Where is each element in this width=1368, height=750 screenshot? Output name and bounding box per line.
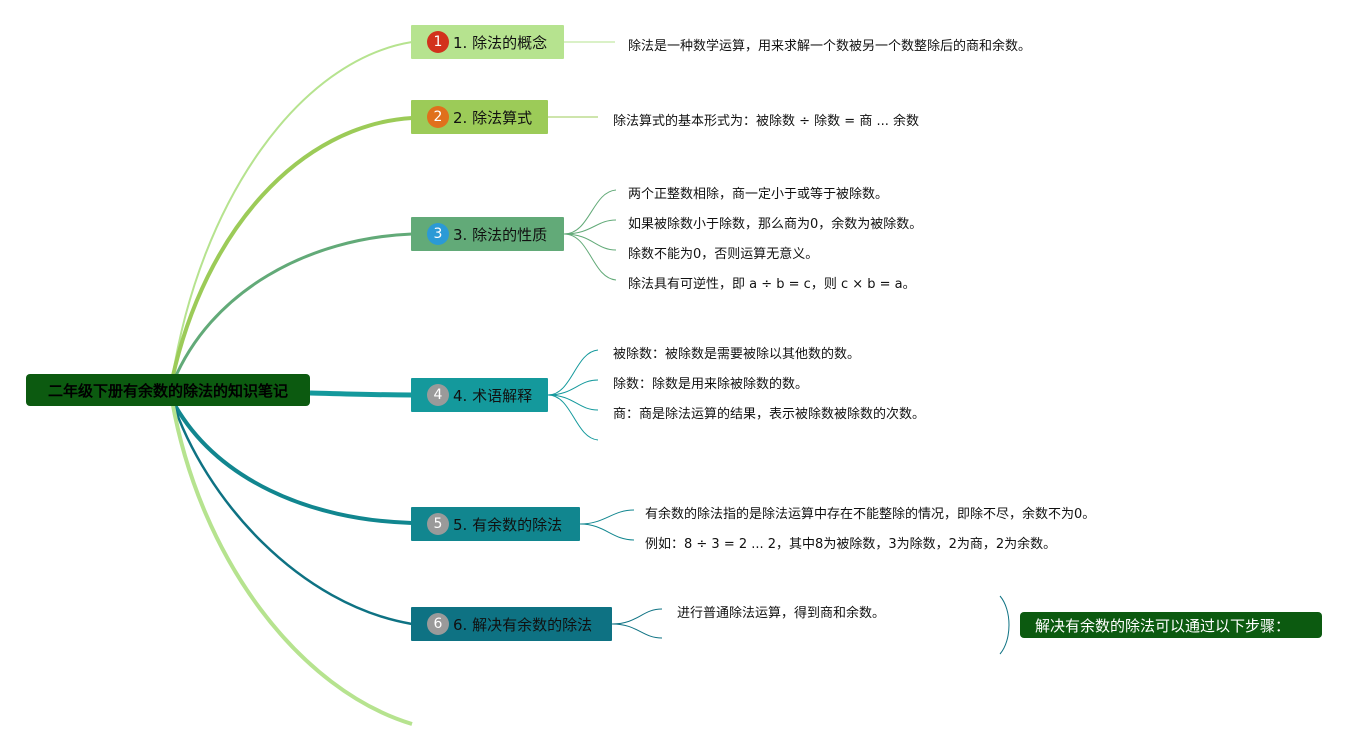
solving-lines bbox=[611, 608, 663, 639]
root-title: 二年级下册有余数的除法的知识笔记 bbox=[47, 381, 288, 400]
concept-detail: 除法是一种数学运算，用来求解一个数被另一个数整除后的商和余数。 bbox=[628, 39, 1032, 54]
term-detail: 除数：除数是用来除被除数的数。 bbox=[613, 377, 809, 392]
remainder-lines bbox=[579, 509, 635, 541]
remainder-detail: 例如：8 ÷ 3 = 2 ... 2，其中8为被除数，3为除数，2为商，2为余数… bbox=[645, 537, 1057, 552]
number-1-badge: 1 bbox=[427, 31, 449, 53]
solving-detail: 进行普通除法运算，得到商和余数。 bbox=[677, 606, 886, 621]
remainder-detail: 有余数的除法指的是除法运算中存在不能整除的情况，即除不尽，余数不为0。 bbox=[645, 507, 1096, 522]
topic-6-label: 6. 解决有余数的除法 bbox=[453, 615, 593, 634]
topic-2-label: 2. 除法算式 bbox=[453, 108, 533, 127]
topic-4[interactable]: 4 4. 术语解释 bbox=[411, 378, 548, 412]
number-5-badge: 5 bbox=[427, 513, 449, 535]
topic-1-label: 1. 除法的概念 bbox=[453, 33, 548, 52]
topic-6[interactable]: 6 6. 解决有余数的除法 bbox=[411, 607, 612, 641]
topic-5[interactable]: 5 5. 有余数的除法 bbox=[411, 507, 580, 541]
number-6-badge: 6 bbox=[427, 613, 449, 635]
property-detail: 两个正整数相除，商一定小于或等于被除数。 bbox=[628, 187, 889, 202]
topic-3-label: 3. 除法的性质 bbox=[453, 225, 548, 244]
number-4-badge: 4 bbox=[427, 384, 449, 406]
branch-4-connector bbox=[309, 390, 413, 398]
solving-callout[interactable]: 解决有余数的除法可以通过以下步骤： bbox=[1020, 612, 1322, 638]
term-detail: 商：商是除法运算的结果，表示被除数被除数的次数。 bbox=[613, 407, 926, 422]
topic-4-label: 4. 术语解释 bbox=[453, 386, 533, 405]
callout-bracket bbox=[999, 595, 1010, 655]
terms-lines bbox=[547, 349, 599, 441]
topic-3[interactable]: 3 3. 除法的性质 bbox=[411, 217, 564, 251]
root-topic[interactable]: 二年级下册有余数的除法的知识笔记 bbox=[26, 374, 310, 406]
topic-2[interactable]: 2 2. 除法算式 bbox=[411, 100, 548, 134]
number-3-badge: 3 bbox=[427, 223, 449, 245]
branch-1-connector bbox=[171, 41, 413, 381]
branch-6-connector bbox=[170, 399, 413, 626]
property-detail: 除法具有可逆性，即 a ÷ b = c，则 c × b = a。 bbox=[628, 277, 916, 292]
property-detail: 如果被除数小于除数，那么商为0，余数为被除数。 bbox=[628, 217, 923, 232]
number-2-badge: 2 bbox=[427, 106, 449, 128]
solving-callout-text: 解决有余数的除法可以通过以下步骤： bbox=[1035, 616, 1291, 635]
property-detail: 除数不能为0，否则运算无意义。 bbox=[628, 247, 819, 262]
branch-5-connector bbox=[170, 399, 413, 525]
topic-1[interactable]: 1 1. 除法的概念 bbox=[411, 25, 564, 59]
branch-2-connector bbox=[170, 116, 413, 381]
topic-5-label: 5. 有余数的除法 bbox=[453, 515, 563, 534]
branch-3-connector bbox=[170, 232, 413, 386]
properties-lines bbox=[563, 189, 617, 281]
term-detail: 被除数：被除数是需要被除以其他数的数。 bbox=[613, 347, 861, 362]
branch-7-connector bbox=[170, 399, 413, 726]
formula-detail: 除法算式的基本形式为：被除数 ÷ 除数 = 商 ... 余数 bbox=[613, 114, 919, 129]
